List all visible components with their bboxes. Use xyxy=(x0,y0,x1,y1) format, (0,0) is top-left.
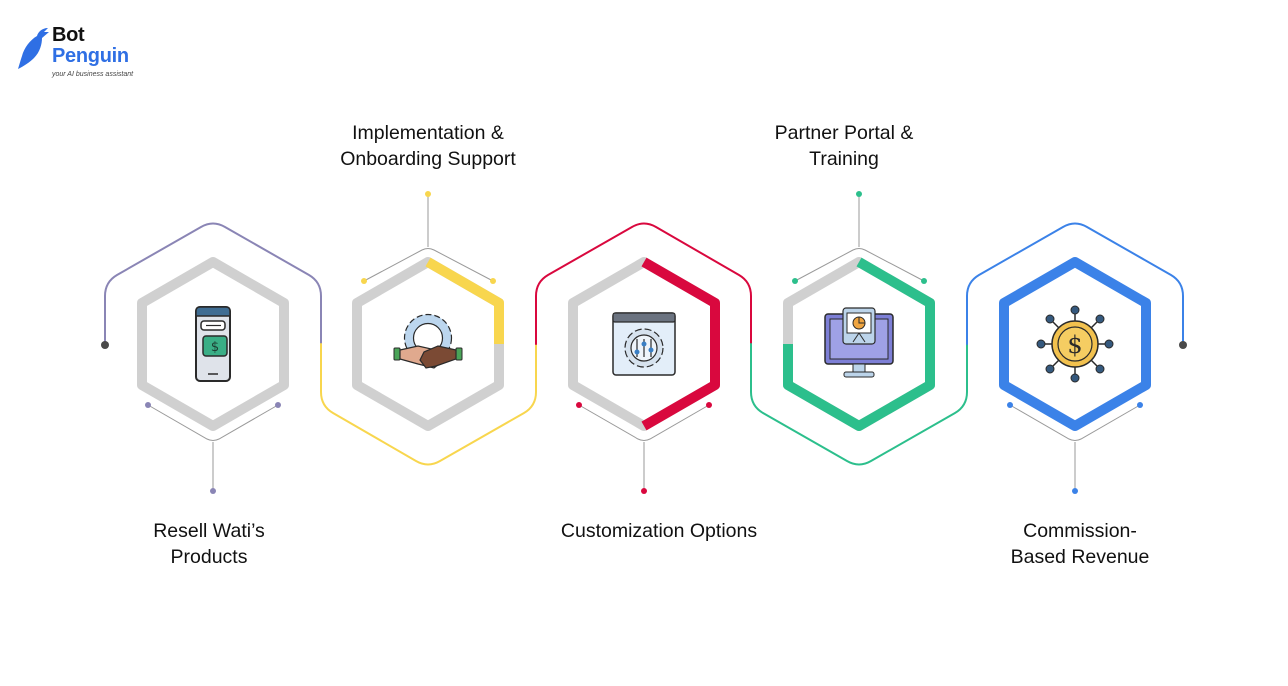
step5-label-line1: Commission- xyxy=(1023,520,1137,542)
inner-ring-step2-progress xyxy=(425,257,504,344)
step2-label: Implementation & Onboarding Support xyxy=(340,120,516,172)
dollar-network-icon: $ xyxy=(1035,304,1115,384)
connector-step2 xyxy=(363,194,494,282)
outer-path-step3 xyxy=(535,222,752,345)
step2-label-line2: Onboarding Support xyxy=(340,148,516,170)
inner-ring-step4-progress xyxy=(783,257,935,431)
settings-window-icon xyxy=(604,304,684,384)
step3-label: Customization Options xyxy=(561,518,757,544)
brand-tagline: your AI business assistant xyxy=(52,71,134,78)
outer-path-step4 xyxy=(750,343,968,466)
brand-name-line1: Bot xyxy=(52,24,85,46)
inner-ring-step5 xyxy=(999,257,1151,431)
monitor-presentation-icon xyxy=(819,304,899,384)
inner-ring-step3-progress xyxy=(641,257,720,431)
brand-name-line2: Penguin xyxy=(52,45,129,67)
step5-label: Commission- Based Revenue xyxy=(1011,518,1150,570)
connector-step4 xyxy=(794,194,925,282)
step2-label-line1: Implementation & xyxy=(352,122,504,144)
step4-label: Partner Portal & Training xyxy=(775,120,914,172)
step5-label-line2: Based Revenue xyxy=(1010,546,1150,568)
path-end-dot xyxy=(1179,341,1187,349)
outer-path-step5 xyxy=(966,222,1184,346)
step1-label: Resell Wati’s Products xyxy=(153,518,265,570)
connector-step1 xyxy=(147,404,279,491)
step3-label-line1: Customization Options xyxy=(560,520,758,542)
step1-label-line2: Products xyxy=(170,546,248,568)
penguin-logo-icon xyxy=(18,28,49,69)
svg-text:$: $ xyxy=(1067,331,1082,359)
svg-text:$: $ xyxy=(211,340,219,355)
brand-logo: Bot Penguin your AI business assistant xyxy=(18,24,158,84)
inner-ring-step1 xyxy=(137,257,289,431)
outer-path-step2 xyxy=(320,343,537,466)
step1-label-line1: Resell Wati’s xyxy=(153,520,265,542)
phone-payment-icon: $ xyxy=(173,304,253,384)
handshake-gear-icon xyxy=(388,304,468,384)
path-start-dot xyxy=(101,341,109,349)
connector-step3 xyxy=(578,404,710,491)
step4-label-line1: Partner Portal & xyxy=(774,122,914,144)
step4-label-line2: Training xyxy=(809,148,879,170)
outer-path-step1 xyxy=(104,222,322,346)
connector-step5 xyxy=(1009,404,1141,491)
